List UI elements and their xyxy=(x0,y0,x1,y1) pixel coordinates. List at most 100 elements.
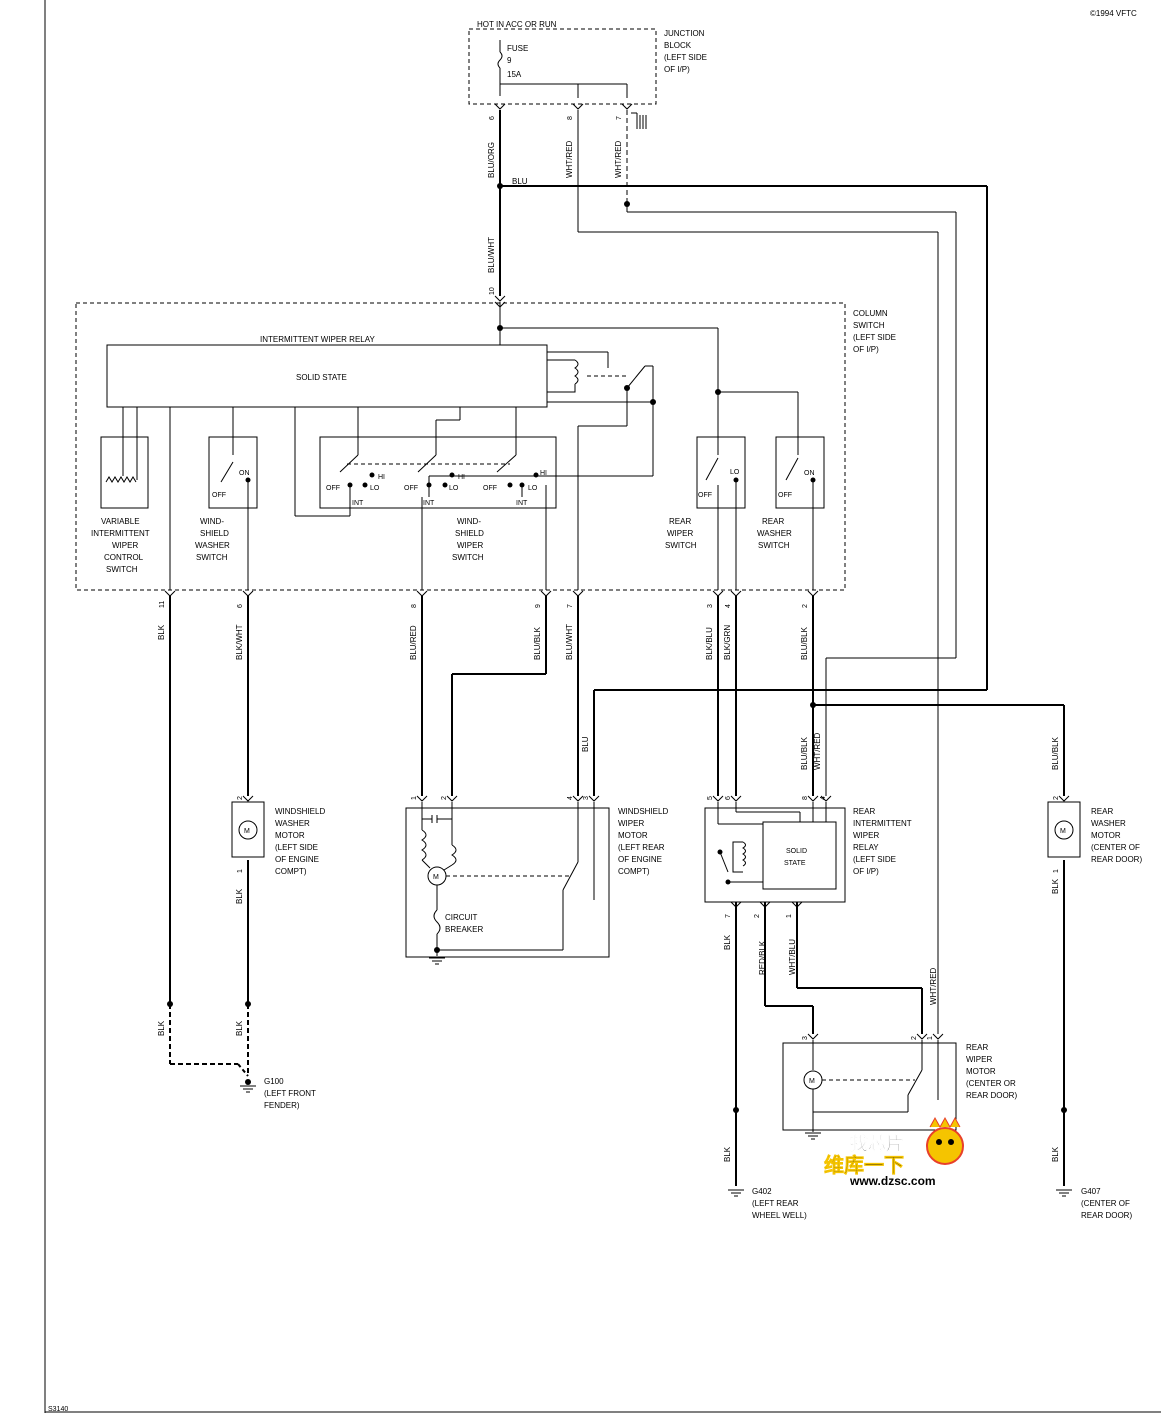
wiper-int-3: INT xyxy=(516,500,528,507)
watermark-crown-icon xyxy=(929,1116,961,1129)
rear-relay-solid-2: STATE xyxy=(784,860,806,867)
wiper-motor-field-2 xyxy=(451,844,457,866)
rear-relay-bottom-connectors xyxy=(730,901,803,908)
wiper-lo-1: LO xyxy=(370,485,380,492)
wire-label-blk-washer: BLK xyxy=(235,888,244,904)
rear-washer-switch xyxy=(775,436,825,509)
wiper-motor-lead-b xyxy=(443,864,453,871)
junction-label-4: OF I/P) xyxy=(664,65,690,74)
ws-washer-motor-label-1: WINDSHIELD xyxy=(275,807,325,816)
wire-label-blk-wht: BLK/WHT xyxy=(235,624,244,660)
rear-washer-on: ON xyxy=(804,470,815,477)
contact-hi-1 xyxy=(369,472,375,478)
hot-in-acc-label: HOT IN ACC OR RUN xyxy=(477,20,557,29)
fuse-symbol xyxy=(497,51,503,69)
contact-int-1 xyxy=(347,482,353,488)
wiper-motor-ground-symbol xyxy=(429,957,445,965)
rear-relay-solid-1: SOLID xyxy=(786,848,807,855)
watermark-mascot-icon xyxy=(926,1127,964,1165)
ws-wiper-motor-label-4: (LEFT REAR xyxy=(618,843,665,852)
wiper-switch-label-2: SHIELD xyxy=(455,529,484,538)
wiper-off-3: OFF xyxy=(483,485,497,492)
rear-relay-label-4: RELAY xyxy=(853,843,879,852)
splice-wht-red xyxy=(624,201,630,207)
ws-wiper-motor-label-6: COMPT) xyxy=(618,867,650,876)
wire-blk-ground-bend xyxy=(237,1063,249,1077)
washer-motor-pin-2: 2 xyxy=(237,796,244,800)
connector-pin-10 xyxy=(494,295,506,308)
junction-pin-7: 7 xyxy=(616,116,623,120)
washer-switch-label-4: SWITCH xyxy=(196,553,228,562)
contact-int-2 xyxy=(426,482,432,488)
ws-wiper-motor-label-3: MOTOR xyxy=(618,831,648,840)
column-label-3: (LEFT SIDE xyxy=(853,333,896,342)
potentiometer-resistor xyxy=(105,476,137,483)
g407-label-3: REAR DOOR) xyxy=(1081,1211,1132,1220)
contact-lo-3 xyxy=(519,482,525,488)
junction-label-2: BLOCK xyxy=(664,41,692,50)
wiper-motor-field-1 xyxy=(421,829,427,861)
wire-label-blu-wht: BLU/WHT xyxy=(487,237,496,273)
wiper-switch-label-4: SWITCH xyxy=(452,553,484,562)
rear-relay-pin-8: 8 xyxy=(802,796,809,800)
rear-wiper-off: OFF xyxy=(698,492,712,499)
rear-washer-switch-label-2: WASHER xyxy=(757,529,792,538)
junction-pin-8: 8 xyxy=(567,116,574,120)
rear-relay-pin-7: 7 xyxy=(725,914,732,918)
g407-label-2: (CENTER OF xyxy=(1081,1199,1130,1208)
contact-lo-1 xyxy=(362,482,368,488)
wire-label-blk-relay: BLK xyxy=(723,934,732,950)
junction-connector-marks xyxy=(494,103,633,110)
wiper-int-2: INT xyxy=(423,500,435,507)
ws-washer-motor-label-2: WASHER xyxy=(275,819,310,828)
rear-wiper-motor-box xyxy=(782,1042,957,1131)
wire-label-blu-wht-7: BLU/WHT xyxy=(565,624,574,660)
variable-wiper-control-switch xyxy=(100,436,149,509)
rear-wiper-motor-symbol: M xyxy=(809,1078,815,1085)
rear-wiper-motor-label-2: WIPER xyxy=(966,1055,992,1064)
junction-block-outline xyxy=(468,28,657,105)
contact-rear-relay xyxy=(717,849,723,855)
ground-g402-symbol xyxy=(728,1189,744,1197)
wiper-switch-label-3: WIPER xyxy=(457,541,483,550)
rear-motor-pin-3: 3 xyxy=(802,1036,809,1040)
wire-label-wht-red-7: WHT/RED xyxy=(614,140,623,178)
rear-washer-motor-label-3: MOTOR xyxy=(1091,831,1121,840)
fuse-label-1: FUSE xyxy=(507,44,528,53)
contact-rear-lo xyxy=(733,477,739,483)
rear-relay-solid-state xyxy=(762,821,837,890)
circuit-breaker-label-1: CIRCUIT xyxy=(445,913,478,922)
watermark-url: www.dzsc.com xyxy=(849,1174,936,1188)
column-pin-8: 8 xyxy=(411,604,418,608)
wiper-motor-pin-4: 4 xyxy=(567,796,574,800)
rear-relay-pin-6: 6 xyxy=(725,796,732,800)
wiper-hi-1: HI xyxy=(378,474,385,481)
intermittent-relay-label: INTERMITTENT WIPER RELAY xyxy=(260,335,375,344)
washer-switch-blade xyxy=(220,461,234,483)
ws-wiper-motor-symbol: M xyxy=(433,874,439,881)
rear-wiper-motor-connectors xyxy=(807,1033,944,1040)
column-pin-6: 6 xyxy=(237,604,244,608)
rear-relay-pin-1: 1 xyxy=(786,914,793,918)
splice-blk-washer xyxy=(1061,1107,1067,1113)
windshield-washer-motor xyxy=(238,820,258,840)
contact-lo-2 xyxy=(442,482,448,488)
column-label-1: COLUMN xyxy=(853,309,888,318)
circuit-breaker-label-2: BREAKER xyxy=(445,925,483,934)
relay-coil xyxy=(547,359,579,393)
washer-switch-off: OFF xyxy=(212,492,226,499)
ws-washer-motor-symbol: M xyxy=(244,828,250,835)
rear-relay-pin-5: 5 xyxy=(707,796,714,800)
g100-label-2: (LEFT FRONT xyxy=(264,1089,316,1098)
fuse-label-3: 15A xyxy=(507,70,522,79)
page-code: S3140 xyxy=(48,1406,68,1413)
windshield-wiper-motor-box xyxy=(405,807,610,958)
g100-label-1: G100 xyxy=(264,1077,284,1086)
wire-label-blk-11: BLK xyxy=(157,624,166,640)
wire-label-blu-red: BLU/RED xyxy=(409,625,418,660)
splice-relay-contact xyxy=(650,399,656,405)
relay-blade xyxy=(626,365,646,389)
wiper-blade-3 xyxy=(496,454,517,473)
washer-switch-on: ON xyxy=(239,470,250,477)
